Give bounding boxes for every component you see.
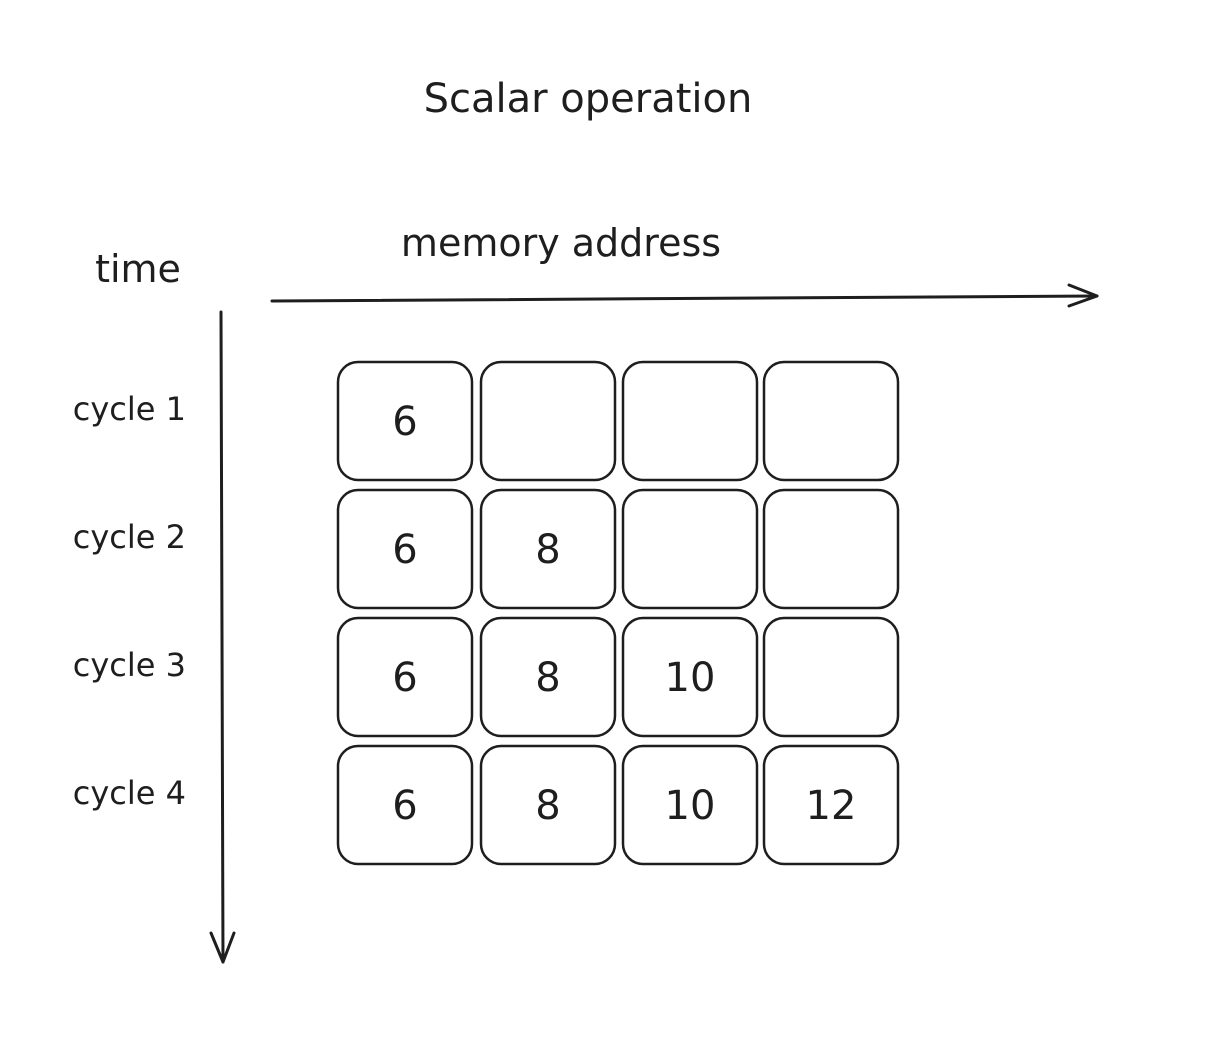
- memory-cell: 6: [336, 616, 474, 738]
- memory-cell: [479, 360, 617, 482]
- memory-cell-box: [762, 360, 900, 482]
- y-axis-arrow: [209, 310, 236, 964]
- x-axis-arrow: [270, 283, 1099, 308]
- row-label-cycle-2: cycle 2: [73, 518, 186, 556]
- memory-cell: 6: [336, 744, 474, 866]
- memory-cell-box: [336, 360, 474, 482]
- memory-cell-box: [762, 616, 900, 738]
- memory-cell-value: 8: [535, 655, 560, 701]
- memory-cell: 8: [479, 616, 617, 738]
- memory-cell: [762, 488, 900, 610]
- memory-cell-box: [479, 488, 617, 610]
- memory-cell: 8: [479, 488, 617, 610]
- memory-cell: 6: [336, 360, 474, 482]
- memory-cell-value: 10: [665, 783, 716, 829]
- memory-cell-value: 12: [806, 783, 857, 829]
- memory-cell-box: [336, 744, 474, 866]
- memory-cell: 10: [621, 616, 759, 738]
- memory-cell-value: 10: [665, 655, 716, 701]
- memory-cell: 8: [479, 744, 617, 866]
- memory-grid: 6 6 8 6 8 10 6 8 10 12: [336, 360, 900, 866]
- y-axis-label: time: [95, 247, 181, 291]
- row-label-cycle-3: cycle 3: [73, 646, 186, 684]
- memory-cell: [762, 360, 900, 482]
- diagram-title: Scalar operation: [424, 76, 753, 122]
- memory-cell: 6: [336, 488, 474, 610]
- memory-cell-box: [621, 488, 759, 610]
- memory-cell-value: 6: [392, 655, 417, 701]
- memory-cell-value: 8: [535, 783, 560, 829]
- memory-cell-box: [336, 488, 474, 610]
- memory-cell: [762, 616, 900, 738]
- memory-cell: [621, 360, 759, 482]
- row-label-cycle-1: cycle 1: [73, 390, 186, 428]
- memory-cell-box: [479, 360, 617, 482]
- memory-cell-value: 8: [535, 527, 560, 573]
- memory-cell: 10: [621, 744, 759, 866]
- memory-cell-value: 6: [392, 783, 417, 829]
- row-label-cycle-4: cycle 4: [73, 774, 186, 812]
- memory-cell-value: 6: [392, 399, 417, 445]
- memory-cell-box: [621, 360, 759, 482]
- memory-cell-value: 6: [392, 527, 417, 573]
- memory-cell-box: [336, 616, 474, 738]
- memory-cell-box: [621, 616, 759, 738]
- memory-cell-box: [479, 744, 617, 866]
- memory-cell-box: [621, 744, 759, 866]
- memory-cell-box: [762, 488, 900, 610]
- memory-cell: [621, 488, 759, 610]
- x-axis-label: memory address: [401, 221, 721, 265]
- memory-cell-box: [762, 744, 900, 866]
- memory-cell: 12: [762, 744, 900, 866]
- memory-cell-box: [479, 616, 617, 738]
- row-labels: cycle 1 cycle 2 cycle 3 cycle 4: [73, 390, 186, 812]
